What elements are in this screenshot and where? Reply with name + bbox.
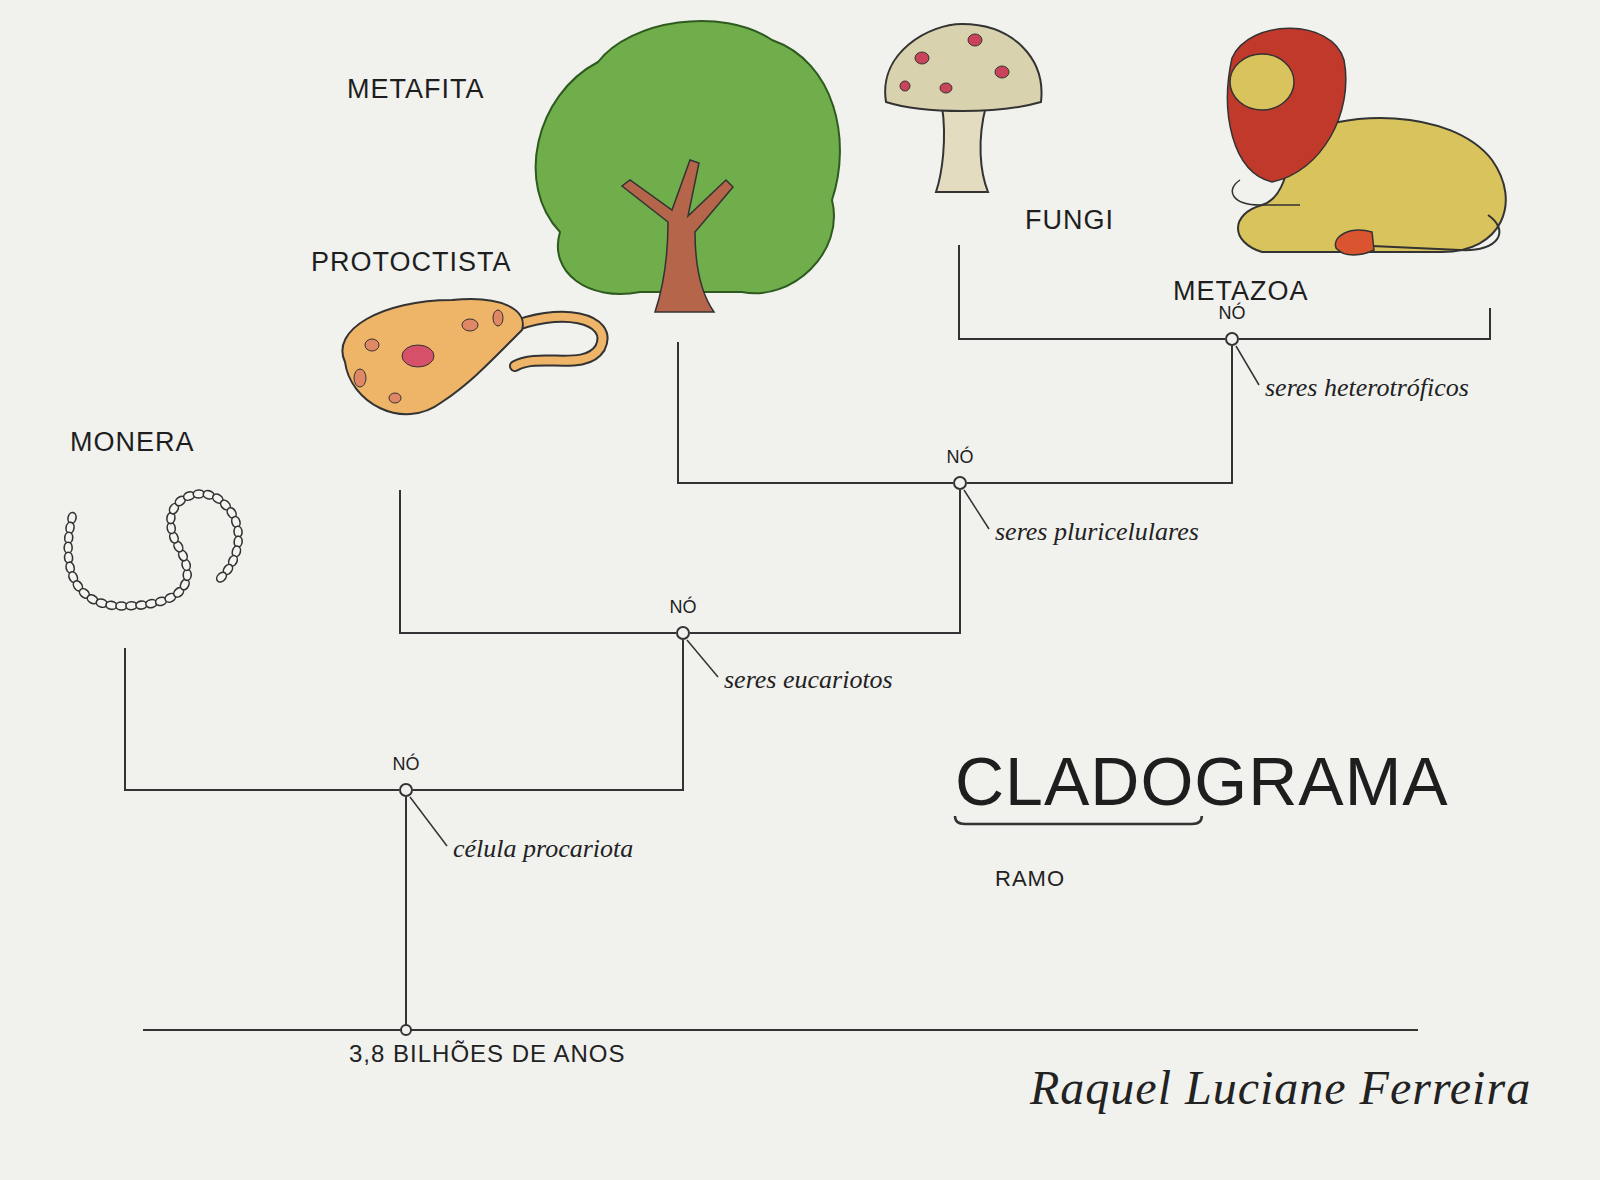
bracket-label: RAMO: [995, 866, 1065, 892]
taxon-group: PROTOCTISTA: [300, 245, 620, 490]
cap-spot: [900, 81, 910, 91]
taxon-group: MONERA: [50, 425, 260, 648]
lion-mane: [1228, 28, 1346, 182]
branch-line: [678, 342, 953, 483]
protoctist-vacuole: [354, 369, 366, 387]
node-heading: NÓ: [1219, 303, 1246, 324]
branch-line: [690, 490, 960, 633]
tree-drawing: [536, 21, 840, 312]
node-circle: NÓseres pluricelulares: [953, 476, 967, 490]
taxon-name: METAFITA: [347, 74, 485, 105]
node-heading: NÓ: [670, 597, 697, 618]
protoctist-body: [342, 299, 522, 414]
tree-trunk: [622, 160, 733, 312]
branch-line: [125, 648, 399, 790]
bacteria-chain: [64, 490, 243, 610]
time-label: 3,8 BILHÕES DE ANOS: [349, 1040, 625, 1068]
protoctist-vacuole: [365, 339, 379, 351]
branch-line: [413, 640, 683, 790]
node-circle: NÓcélula procariota: [399, 783, 413, 797]
trait-label: seres eucariotos: [721, 665, 896, 695]
leader-line: [410, 797, 447, 846]
taxon-name: FUNGI: [1025, 205, 1114, 236]
taxon-name: MONERA: [70, 427, 195, 458]
branch-line: [1239, 308, 1490, 339]
mushroom-stem: [936, 106, 988, 192]
branch-line: [967, 346, 1232, 483]
root-branch: [405, 797, 407, 1030]
cap-spot: [940, 83, 952, 93]
signature: Raquel Luciane Ferreira: [1030, 1060, 1531, 1115]
chain-guide: [68, 494, 238, 606]
time-axis: [143, 1029, 1418, 1031]
lion-tail: [1372, 215, 1499, 250]
leader-line: [687, 640, 718, 677]
leader-line: [1236, 346, 1259, 385]
trait-label: célula procariota: [450, 834, 636, 864]
bacterium-cell: [215, 570, 228, 583]
taxon-name: METAZOA: [1173, 276, 1309, 307]
lion-drawing: [1228, 28, 1506, 255]
lion-tail-tuft: [1335, 230, 1374, 255]
taxon-group: METAFITA: [340, 8, 840, 342]
taxon-group: FUNGI: [875, 15, 1115, 245]
node-circle: NÓseres heterotróficos: [1225, 332, 1239, 346]
protoctist-vacuole: [389, 393, 401, 403]
taxon-name: PROTOCTISTA: [311, 247, 512, 278]
trait-label: seres pluricelulares: [992, 517, 1202, 547]
protoctist-nucleus: [402, 345, 434, 367]
branch-line: [400, 490, 676, 633]
cap-spot: [995, 66, 1009, 78]
node-circle: NÓseres eucariotos: [676, 626, 690, 640]
cap-spot: [968, 34, 982, 46]
node-heading: NÓ: [947, 447, 974, 468]
mushroom-cap: [885, 24, 1041, 111]
node-heading: NÓ: [393, 754, 420, 775]
root-dot: [401, 1025, 411, 1035]
lion-paw: [1232, 180, 1300, 205]
mushroom-drawing: [885, 24, 1041, 192]
taxon-group: METAZOA: [1160, 8, 1540, 308]
protoctist-vacuole: [493, 310, 503, 326]
leader-line: [964, 490, 989, 529]
protoctist-drawing: [342, 299, 602, 414]
trait-label: seres heterotróficos: [1262, 373, 1472, 403]
protoctist-vacuole: [462, 319, 478, 331]
diagram-title: CLADOGRAMA: [955, 742, 1449, 820]
cap-spot: [915, 52, 929, 64]
lion-face: [1230, 54, 1294, 110]
